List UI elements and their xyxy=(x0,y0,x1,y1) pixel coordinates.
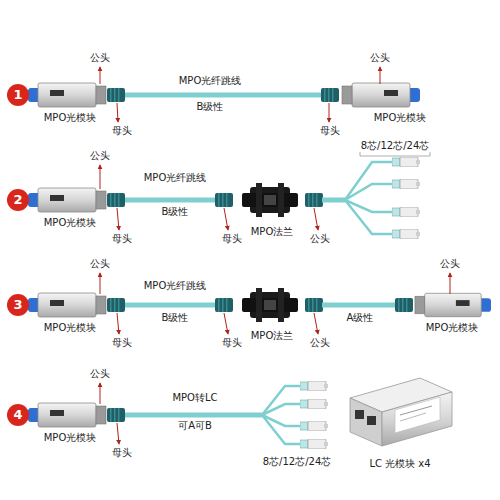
leader-lines xyxy=(100,67,450,444)
part-label: 公头 xyxy=(370,52,390,64)
part-label: MPO光纤跳线 xyxy=(144,172,207,184)
part-label: 8芯/12芯/24芯 xyxy=(361,140,430,152)
callout-circle: 3 xyxy=(7,294,29,316)
part-label: MPO光模块 xyxy=(374,112,427,124)
part-label: LC 光模块 x4 xyxy=(369,458,430,470)
part-label: 8芯/12芯/24芯 xyxy=(263,456,332,468)
part-label: MPO光纤跳线 xyxy=(144,280,207,292)
part-label: MPO法兰 xyxy=(251,226,294,238)
part-label: 公头 xyxy=(440,258,460,270)
callout-number: 1 xyxy=(13,88,22,102)
callout-circle: 2 xyxy=(7,189,29,211)
part-label: 可A可B xyxy=(178,420,212,432)
part-label: MPO转LC xyxy=(172,392,217,404)
callout-number: 4 xyxy=(13,408,22,422)
row-2 xyxy=(28,152,430,239)
part-label: B级性 xyxy=(162,312,189,324)
callout-circle: 1 xyxy=(7,84,29,106)
part-label: MPO光模块 xyxy=(44,217,97,229)
row-3 xyxy=(28,288,491,322)
lc-module xyxy=(350,378,452,446)
part-label: MPO法兰 xyxy=(251,330,294,342)
part-label: 公头 xyxy=(310,337,330,349)
callout-circle: 4 xyxy=(7,404,29,426)
part-label: 母头 xyxy=(112,233,132,245)
part-label: MPO光模块 xyxy=(44,322,97,334)
callout-number: 3 xyxy=(13,298,22,312)
part-label: B级性 xyxy=(162,206,189,218)
row-1 xyxy=(28,83,420,107)
row-4 xyxy=(28,378,452,449)
part-label: 母头 xyxy=(112,125,132,137)
part-label: 公头 xyxy=(90,52,110,64)
part-label: 公头 xyxy=(90,150,110,162)
part-label: 公头 xyxy=(90,258,110,270)
part-label: B级性 xyxy=(197,101,224,113)
part-label: 公头 xyxy=(310,233,330,245)
callout-number: 2 xyxy=(13,193,22,207)
part-label: 母头 xyxy=(222,337,242,349)
part-label: 母头 xyxy=(112,447,132,459)
part-label: 母头 xyxy=(222,233,242,245)
part-label: 母头 xyxy=(112,337,132,349)
part-label: A级性 xyxy=(347,312,374,324)
part-label: MPO光纤跳线 xyxy=(179,75,242,87)
part-label: MPO光模块 xyxy=(44,112,97,124)
part-label: 公头 xyxy=(90,368,110,380)
part-label: MPO光模块 xyxy=(426,322,479,334)
part-label: MPO光模块 xyxy=(44,432,97,444)
part-label: 母头 xyxy=(320,125,340,137)
